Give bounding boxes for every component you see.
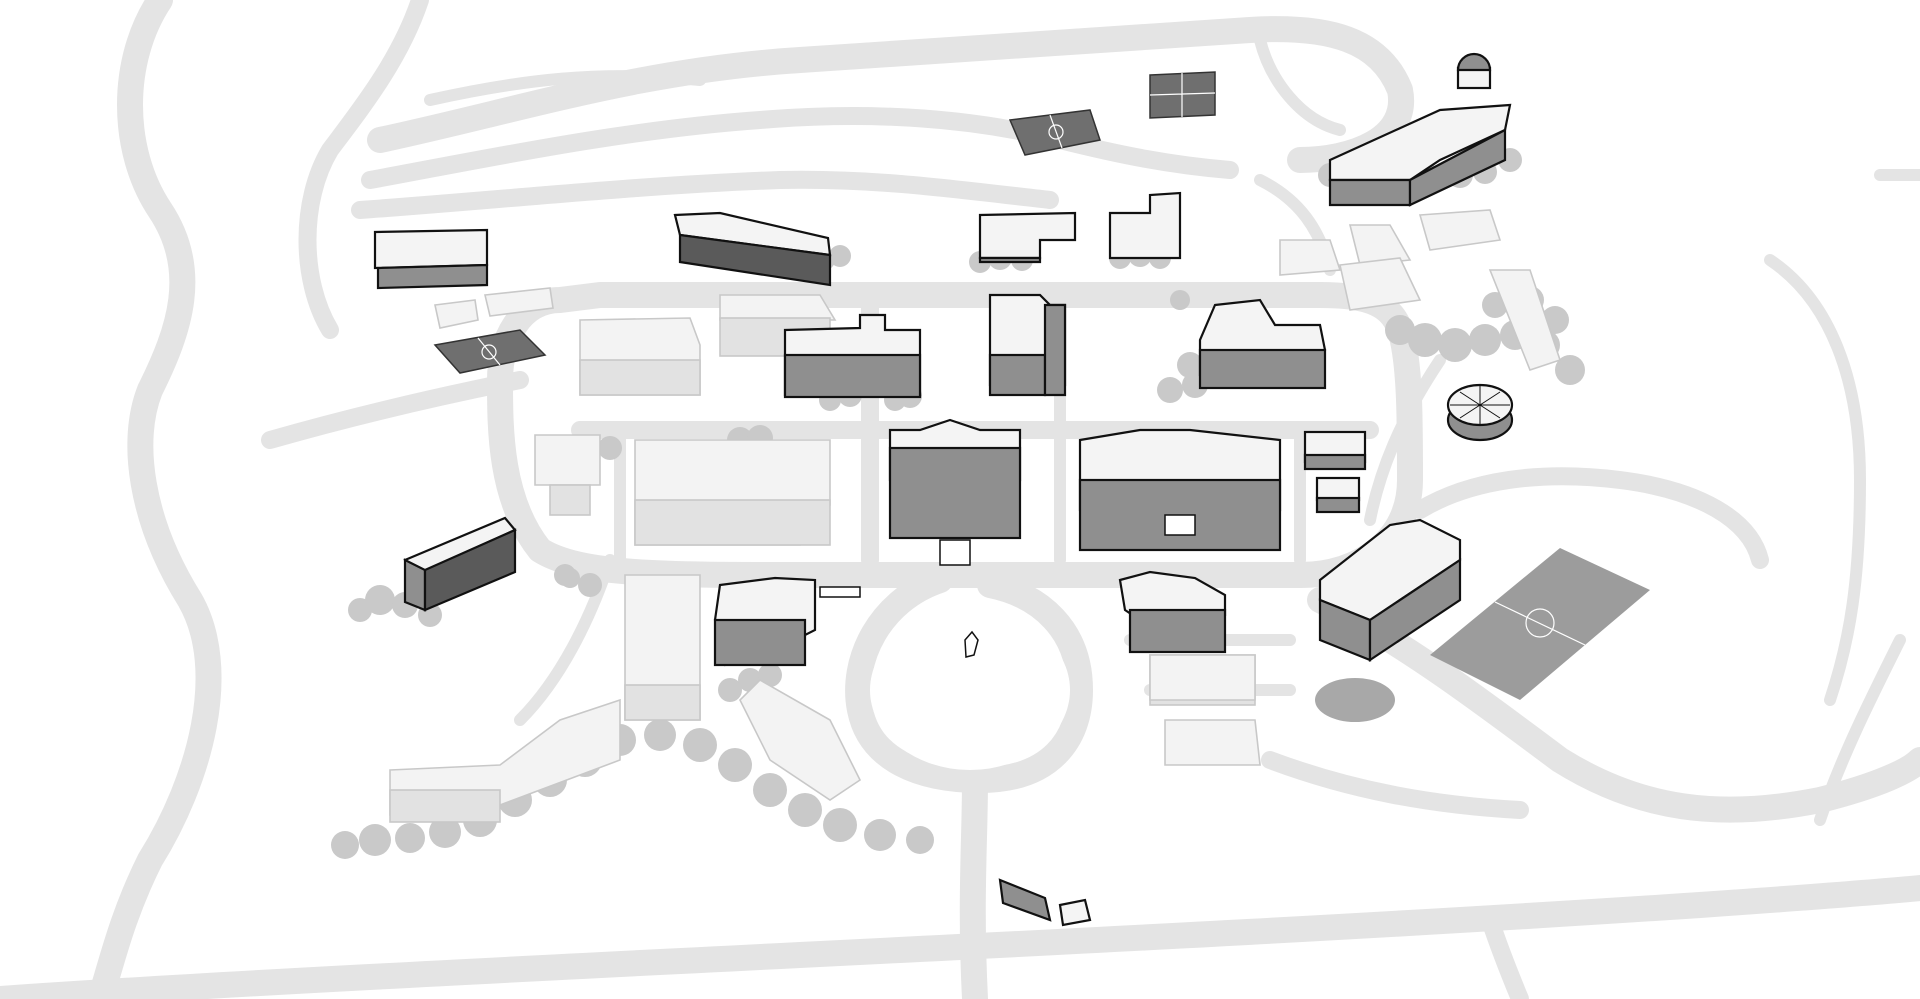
dimmed-buildings <box>389 209 1562 823</box>
building-north-pair-west[interactable] <box>978 211 1077 264</box>
highlighted-buildings <box>373 52 1514 927</box>
football-field[interactable] <box>1430 548 1650 700</box>
building-north-courts-shelter[interactable] <box>434 287 554 329</box>
building-stadium-hall[interactable] <box>1318 518 1462 663</box>
building-north-pair-east[interactable] <box>1108 191 1182 260</box>
building-west-small-hall[interactable] <box>534 434 601 516</box>
building-east-residences[interactable] <box>1279 209 1562 371</box>
building-hall-east-tower[interactable] <box>1198 298 1327 390</box>
building-residence-north[interactable] <box>673 211 832 287</box>
central-lawn <box>870 610 1070 770</box>
basketball-court-north[interactable] <box>1008 109 1101 156</box>
building-west-academic-hall[interactable] <box>579 317 701 396</box>
tennis-courts[interactable] <box>1149 71 1216 119</box>
basketball-court-west[interactable] <box>433 329 547 374</box>
building-student-center[interactable] <box>713 576 861 667</box>
building-long-hall-northeast[interactable] <box>1328 103 1512 207</box>
building-library-center[interactable] <box>888 418 1022 566</box>
building-residence-village[interactable] <box>624 574 701 721</box>
building-academic-hall-east[interactable] <box>1303 430 1367 471</box>
parking-lot-east <box>1315 678 1395 722</box>
building-observatory[interactable] <box>1456 52 1492 90</box>
building-southwest-residences[interactable] <box>389 679 862 823</box>
building-west-dormitory[interactable] <box>403 516 517 612</box>
building-gym-northwest[interactable] <box>373 228 489 290</box>
building-main-administration[interactable] <box>1078 428 1282 552</box>
building-small-hall-east[interactable] <box>1315 476 1361 514</box>
building-recreation-complex[interactable] <box>783 313 922 399</box>
building-quad-hall-west[interactable] <box>634 439 831 546</box>
building-south-annex[interactable] <box>1118 570 1256 701</box>
building-science-hall[interactable] <box>988 293 1067 397</box>
amenities <box>433 71 1650 700</box>
campus-statue[interactable] <box>964 630 979 658</box>
building-dome-arena[interactable] <box>1446 383 1514 442</box>
building-gatehouse[interactable] <box>998 878 1092 927</box>
